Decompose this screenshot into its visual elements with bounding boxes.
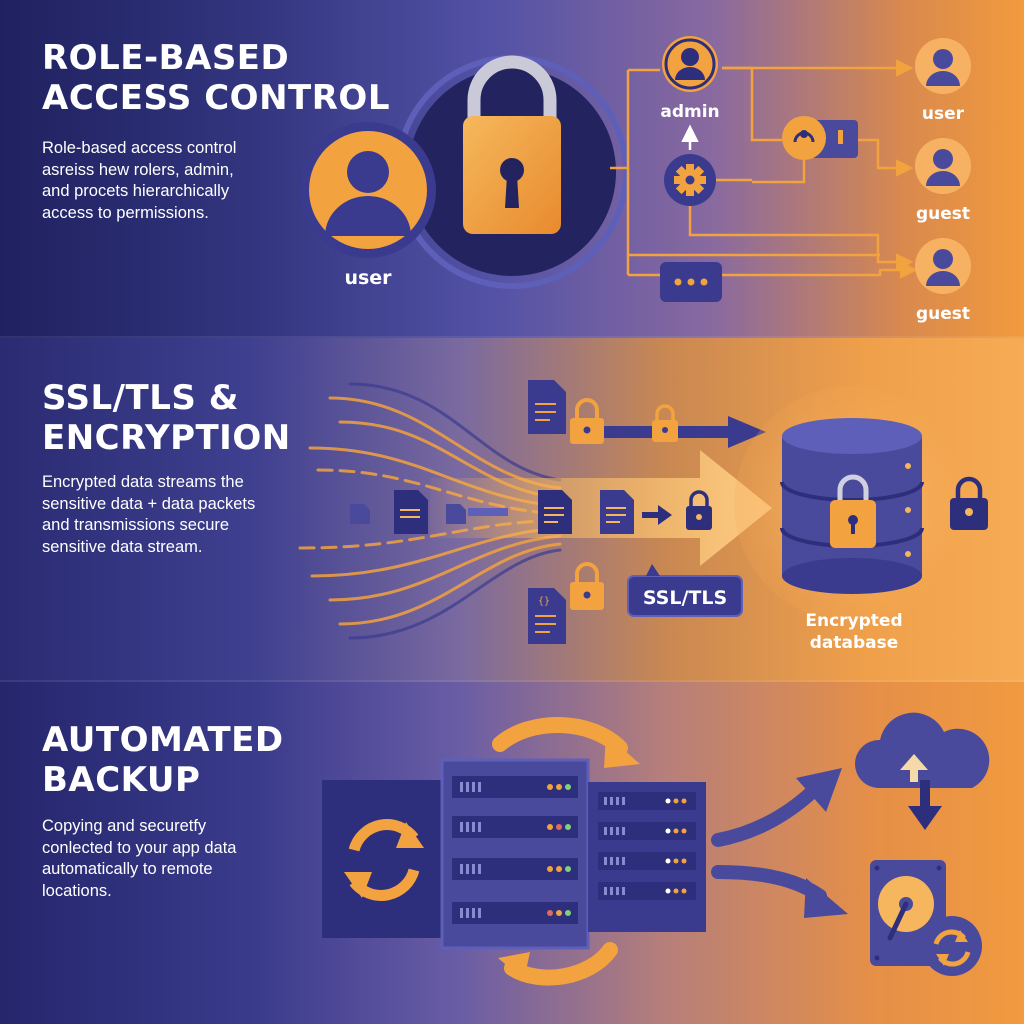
padlock-icon — [686, 490, 712, 530]
server-unit — [452, 816, 578, 838]
backup-desc-line: Copying and securetfy — [42, 817, 207, 835]
padlock-icon — [570, 398, 604, 444]
server-unit — [452, 776, 578, 798]
arrow-right-icon — [711, 865, 848, 918]
arrow-right-icon — [642, 505, 672, 525]
gear-icon — [664, 154, 716, 206]
document-icon — [600, 490, 634, 534]
ssl-diagram: {} SSL/TLS — [298, 380, 988, 653]
server-rack-icon — [440, 758, 590, 950]
ssl-badge-label: SSL/TLS — [643, 587, 727, 609]
user-icon — [300, 122, 436, 258]
document-icon — [394, 490, 428, 534]
server-rack-icon — [588, 782, 706, 932]
backup-description: Copying and securetfy conlected to your … — [42, 816, 236, 902]
arrow-curved-icon — [498, 942, 618, 986]
ssl-title-line1: SSL/TLS & — [42, 378, 239, 418]
admin-label: admin — [660, 102, 719, 122]
rbac-title-line1: ROLE-BASED — [42, 38, 290, 78]
ssl-title: SSL/TLS & ENCRYPTION — [42, 378, 291, 458]
key-card-icon — [782, 116, 858, 160]
server-unit — [452, 858, 578, 880]
rbac-diagram: user admin — [300, 36, 971, 324]
db-label-line2: database — [810, 633, 899, 653]
document-icon — [528, 380, 566, 434]
padlock-icon — [570, 562, 604, 610]
ssl-title-line2: ENCRYPTION — [42, 418, 291, 458]
ssl-desc-line: sensitive data stream. — [42, 537, 203, 556]
cloud-upload-icon — [854, 712, 990, 830]
backup-panel: AUTOMATED BACKUP Copying and securetfy c… — [0, 682, 1024, 1024]
rbac-description: Role-based access control asreiss hew ro… — [42, 138, 236, 224]
role-label-guest: guest — [916, 204, 970, 224]
padlock-icon — [830, 474, 876, 548]
ssl-desc-line: Encrypted data streams the — [42, 473, 244, 491]
role-label-user: user — [922, 104, 965, 124]
backup-title: AUTOMATED BACKUP — [42, 720, 284, 800]
ssl-panel: {} SSL/TLS — [0, 338, 1024, 682]
message-dots-icon — [660, 262, 722, 302]
sync-icon — [922, 916, 982, 976]
sync-icon — [322, 780, 446, 938]
document-icon: {} — [528, 588, 566, 644]
backup-desc-line: conlected to your app data — [42, 838, 237, 857]
backup-title-line1: AUTOMATED — [42, 720, 284, 760]
user-label: user — [344, 267, 392, 289]
role-avatar-guest — [915, 138, 971, 194]
rbac-desc-line: and procets hierarchically — [42, 182, 230, 200]
arrow-right-icon — [600, 416, 766, 448]
ssl-desc-line: and transmissions secure — [42, 516, 230, 534]
arrow-curved-icon — [492, 717, 640, 768]
server-unit — [452, 902, 578, 924]
admin-icon — [662, 36, 718, 92]
padlock-icon — [652, 404, 678, 442]
role-avatar-user — [915, 38, 971, 94]
document-icon — [538, 490, 572, 534]
rbac-title: ROLE-BASED ACCESS CONTROL — [42, 38, 390, 118]
ssl-tls-badge: SSL/TLS — [627, 564, 743, 617]
ssl-desc-line: sensitive data + data packets — [42, 494, 256, 513]
backup-diagram — [322, 712, 990, 986]
svg-text:{}: {} — [538, 596, 550, 607]
arrow-right-icon — [711, 768, 842, 847]
role-avatar-guest — [915, 238, 971, 294]
backup-title-line2: BACKUP — [42, 760, 201, 800]
backup-desc-line: automatically to remote — [42, 860, 213, 878]
rbac-desc-line: access to permissions. — [42, 203, 209, 222]
rbac-connectors — [610, 59, 918, 279]
rbac-desc-line: asreiss hew rolers, admin, — [42, 160, 234, 179]
padlock-icon — [950, 476, 988, 530]
rbac-title-line2: ACCESS CONTROL — [42, 78, 390, 118]
rbac-desc-line: Role-based access control — [42, 139, 237, 157]
backup-desc-line: locations. — [42, 881, 112, 900]
role-label-guest: guest — [916, 304, 970, 324]
data-packets — [350, 504, 508, 524]
ssl-description: Encrypted data streams the sensitive dat… — [42, 472, 255, 558]
rbac-panel: ROLE-BASED ACCESS CONTROL Role-based acc… — [0, 0, 1024, 338]
db-label-line1: Encrypted — [805, 611, 902, 631]
